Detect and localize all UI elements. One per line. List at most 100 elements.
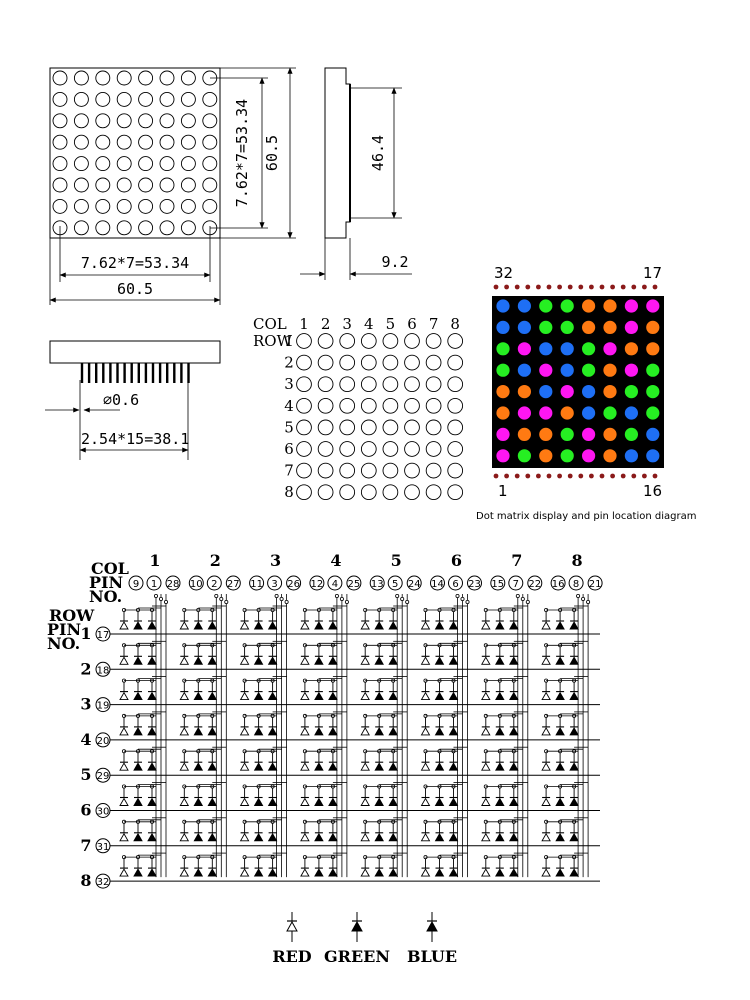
diode-symbol — [374, 691, 384, 701]
side-depth-label: 9.2 — [381, 253, 408, 271]
diode-symbol — [179, 796, 190, 806]
pin-label-16: 16 — [643, 482, 662, 500]
front-dot — [95, 113, 111, 129]
grid-dot — [317, 354, 334, 371]
front-dot — [116, 134, 132, 150]
front-dot — [95, 198, 111, 214]
matrix-led — [560, 449, 574, 463]
diode-symbol — [569, 796, 579, 806]
schematic-pin-circle — [267, 575, 283, 591]
diode-symbol — [239, 655, 250, 665]
schematic-row-pin-number: 18 — [97, 665, 110, 676]
grid-dot — [382, 376, 399, 393]
matrix-pin — [536, 473, 541, 479]
diode-symbol — [119, 691, 129, 701]
front-dot — [52, 70, 68, 86]
diode-symbol — [328, 832, 338, 842]
grid-dot — [404, 376, 420, 393]
matrix-led — [517, 449, 532, 463]
diode-symbol — [388, 655, 398, 665]
diode-symbol — [495, 832, 505, 842]
front-dot — [180, 134, 196, 150]
schematic-pin-circle — [286, 575, 302, 591]
diode-symbol — [434, 796, 445, 806]
matrix-led — [582, 385, 596, 399]
front-outer-height-label: 60.5 — [263, 135, 281, 171]
front-dot — [159, 220, 175, 236]
diode-symbol — [179, 691, 190, 701]
matrix-pin — [525, 473, 531, 479]
matrix-led — [517, 299, 532, 313]
matrix-led — [517, 342, 532, 356]
grid-dot — [382, 354, 399, 371]
matrix-led — [582, 342, 596, 356]
front-dot — [138, 113, 154, 129]
matrix-pin — [525, 284, 531, 290]
bottom-pin — [158, 363, 162, 383]
schematic-pin-circle — [467, 575, 482, 591]
front-dot — [52, 177, 68, 193]
diode-symbol — [420, 761, 431, 771]
grid-dot — [360, 462, 377, 479]
diode-symbol — [207, 620, 218, 630]
front-dot — [159, 177, 175, 193]
diode-symbol — [448, 832, 459, 842]
diode-symbol — [420, 620, 431, 630]
schematic-pin-circle — [568, 575, 584, 591]
matrix-led — [539, 427, 553, 441]
bottom-pin — [87, 363, 91, 383]
grid-dot — [382, 333, 399, 349]
diode-symbol — [509, 761, 519, 771]
grid-dot — [425, 419, 442, 436]
side-view: 46.4 9.2 — [300, 67, 412, 280]
grid-dot — [425, 376, 442, 393]
diode-symbol — [495, 796, 505, 806]
matrix-led — [560, 427, 574, 441]
front-dot — [180, 113, 196, 129]
legend-red-label: RED — [272, 947, 311, 966]
front-dot — [73, 70, 89, 86]
grid-dot — [339, 441, 356, 457]
grid-dot — [404, 441, 420, 457]
schematic-row-pin-number: 31 — [97, 842, 110, 853]
diode-symbol — [193, 620, 204, 630]
front-dot — [116, 91, 132, 107]
grid-dot — [447, 397, 464, 414]
diode-symbol — [119, 761, 129, 771]
grid-row-number: 2 — [284, 354, 294, 372]
matrix-led — [646, 406, 660, 420]
diode-symbol — [133, 761, 143, 771]
diode-symbol — [147, 655, 157, 665]
matrix-led — [496, 406, 510, 420]
matrix-led — [646, 342, 660, 356]
bottom-pin — [102, 363, 105, 383]
matrix-pin — [589, 284, 594, 290]
front-view: 7.62*7=53.34 60.5 7.62*7=53.34 60.5 — [49, 67, 296, 305]
matrix-led — [624, 449, 639, 463]
matrix-led — [646, 299, 660, 313]
grid-dot — [296, 333, 312, 349]
front-dot — [202, 113, 218, 129]
matrix-pin — [610, 284, 615, 290]
matrix-led — [560, 299, 574, 313]
diode-symbol — [448, 761, 459, 771]
schematic-col-pin-number: 8 — [573, 579, 579, 590]
diode-symbol — [179, 726, 190, 736]
grid-row-label: ROW — [253, 332, 293, 350]
diode-symbol — [328, 761, 338, 771]
schematic-col-pin-number: 2 — [211, 579, 217, 590]
diode-symbol — [448, 655, 459, 665]
matrix-caption: Dot matrix display and pin location diag… — [476, 511, 696, 522]
schematic-row-label: ROW — [49, 606, 95, 625]
pin-label-17: 17 — [643, 264, 662, 282]
matrix-led — [624, 342, 639, 356]
schematic-row-pin-label: PIN — [47, 620, 81, 639]
diode-symbol — [267, 761, 278, 771]
schematic-pin-circle — [527, 575, 543, 591]
diode-symbol — [193, 691, 204, 701]
diode-symbol — [388, 691, 398, 701]
front-dot — [138, 220, 154, 236]
grid-dot — [317, 333, 334, 349]
